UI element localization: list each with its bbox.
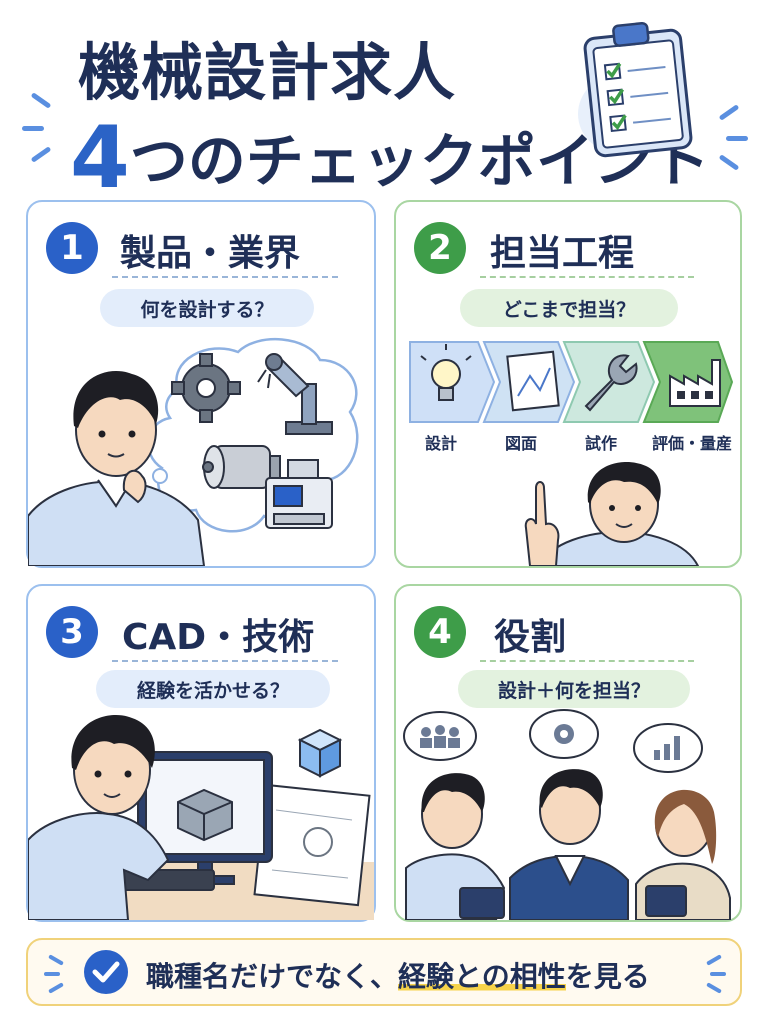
team-icon <box>403 711 477 761</box>
lightbulb-icon <box>420 344 472 401</box>
summary-text: 職種名だけでなく、経験との相性を見る <box>146 955 650 995</box>
question-pill-3: 経験を活かせる？ <box>96 670 330 708</box>
step-badge-4: 4 <box>414 606 466 658</box>
sparkle-icon <box>710 972 726 976</box>
step-badge-2: 2 <box>414 222 466 274</box>
monitor-icon <box>137 751 273 885</box>
team-illustration <box>403 709 731 920</box>
engineer-avatar <box>28 370 206 566</box>
summary-highlight: 経験との相性 <box>398 960 566 993</box>
wrench-icon <box>584 354 638 412</box>
divider <box>112 276 338 278</box>
step-label-drawing: 図面 <box>504 434 537 453</box>
panel-title-3: CAD・技術 <box>122 617 315 658</box>
motor-icon <box>202 445 281 489</box>
panel-title-4: 役割 <box>494 617 567 658</box>
sparkle-icon <box>718 154 740 171</box>
page-title-line1: 機械設計求人 <box>78 36 457 109</box>
summary-suffix: を見る <box>565 960 650 993</box>
sparkle-icon <box>718 104 740 121</box>
divider <box>112 660 338 662</box>
machine-icon <box>265 459 333 529</box>
tablet-icon <box>459 887 505 919</box>
question-pill-1: 何を設計する？ <box>100 289 314 327</box>
gear-icon <box>529 709 599 759</box>
clipboard-checklist-icon <box>578 21 693 158</box>
sparkle-icon <box>30 92 52 109</box>
step-label-production: 評価・量産 <box>651 434 732 453</box>
engineer-thinking-illustration <box>28 337 359 566</box>
bar-chart-icon <box>633 723 703 773</box>
engineer-cad-illustration <box>28 714 374 920</box>
3d-cube-icon <box>297 728 343 778</box>
step-label-prototype: 試作 <box>584 434 617 453</box>
title-number: 4 <box>70 108 130 208</box>
panel-title-2: 担当工程 <box>490 233 635 274</box>
sparkle-icon <box>22 126 44 131</box>
engineer-pointing-illustration <box>524 462 700 566</box>
sparkle-icon <box>726 136 748 141</box>
step-badge-1: 1 <box>46 222 98 274</box>
step-badge-3: 3 <box>46 606 98 658</box>
robot-arm-icon <box>257 353 333 435</box>
question-pill-4: 設計＋何を担当？ <box>458 670 690 708</box>
panel-title-1: 製品・業界 <box>120 233 301 274</box>
summary-banner <box>26 938 742 1006</box>
check-circle-icon <box>84 950 128 994</box>
step-label-design: 設計 <box>424 434 457 453</box>
gear-icon <box>171 353 241 423</box>
summary-prefix: 職種名だけでなく、 <box>146 960 399 993</box>
sparkle-icon <box>30 146 52 163</box>
factory-icon <box>669 359 721 407</box>
blueprint-icon <box>506 350 560 412</box>
divider <box>480 276 694 278</box>
question-pill-2: どこまで担当？ <box>460 289 678 327</box>
tablet-icon <box>645 885 687 917</box>
technical-drawing-icon <box>253 783 371 907</box>
sparkle-icon <box>44 972 60 976</box>
process-flow <box>409 341 734 423</box>
divider <box>480 660 694 662</box>
